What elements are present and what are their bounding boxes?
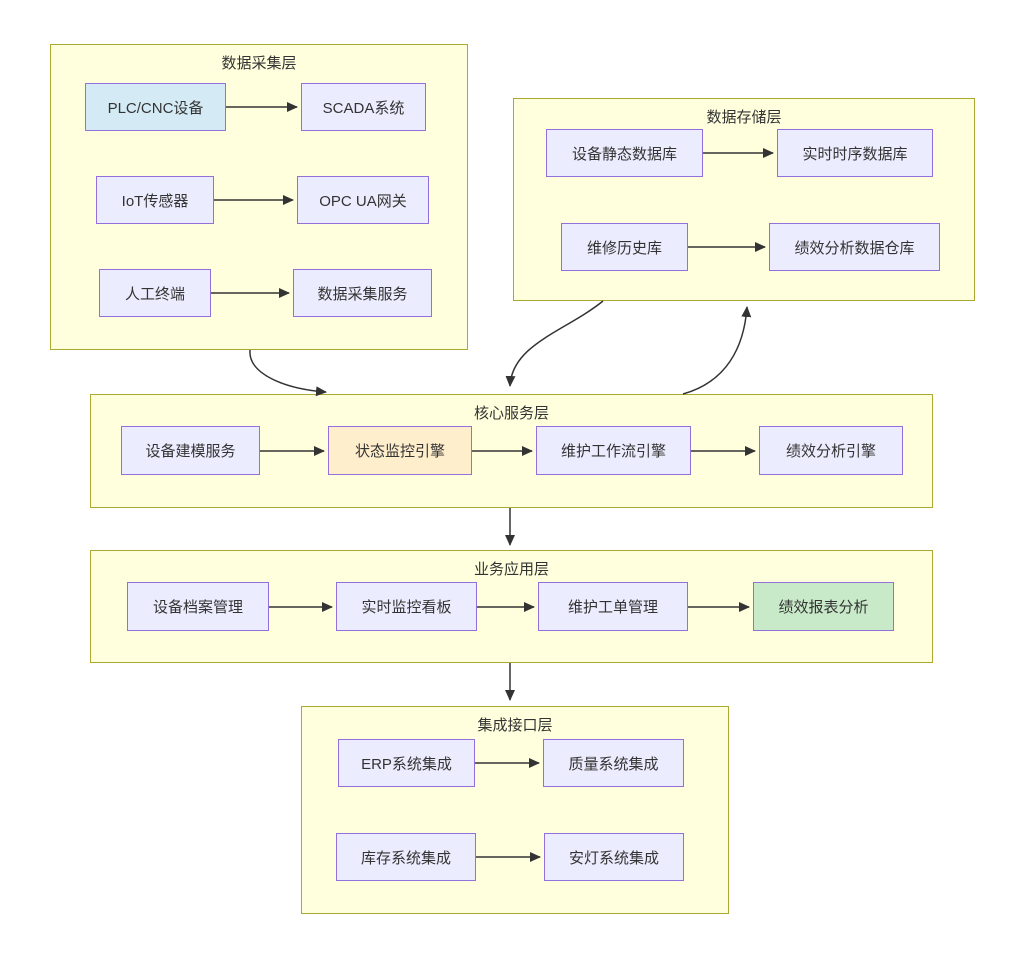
node-andon-integration: 安灯系统集成 — [544, 833, 684, 881]
node-realtime-timeseries-db: 实时时序数据库 — [777, 129, 933, 177]
node-static-device-db: 设备静态数据库 — [546, 129, 703, 177]
edge-collection-to-core — [249, 349, 327, 397]
node-device-modeling-service: 设备建模服务 — [121, 426, 260, 475]
node-realtime-dashboard: 实时监控看板 — [336, 582, 477, 631]
node-data-collection-service: 数据采集服务 — [293, 269, 432, 317]
node-iot-sensor: IoT传感器 — [96, 176, 214, 224]
node-erp-integration: ERP系统集成 — [338, 739, 475, 787]
node-maintenance-workflow-engine: 维护工作流引擎 — [536, 426, 691, 475]
node-inventory-integration: 库存系统集成 — [336, 833, 476, 881]
layer-title-integration-interface: 集成接口层 — [477, 717, 553, 734]
node-maintenance-history-db: 维修历史库 — [561, 223, 688, 271]
node-performance-analysis-engine: 绩效分析引擎 — [759, 426, 903, 475]
node-status-monitoring-engine: 状态监控引擎 — [328, 426, 472, 475]
layer-title-business-application: 业务应用层 — [473, 561, 549, 578]
node-quality-integration: 质量系统集成 — [543, 739, 684, 787]
node-scada: SCADA系统 — [301, 83, 426, 131]
layer-title-core-services: 核心服务层 — [473, 405, 549, 422]
layer-title-data-storage: 数据存储层 — [706, 109, 782, 126]
node-maintenance-workorder-mgmt: 维护工单管理 — [538, 582, 688, 631]
edge-storage-to-core — [505, 300, 604, 387]
node-performance-report-analysis: 绩效报表分析 — [753, 582, 894, 631]
node-manual-terminal: 人工终端 — [99, 269, 211, 317]
node-performance-data-warehouse: 绩效分析数据仓库 — [769, 223, 940, 271]
node-plc-cnc: PLC/CNC设备 — [85, 83, 226, 131]
node-opc-ua-gateway: OPC UA网关 — [297, 176, 429, 224]
node-device-archive-mgmt: 设备档案管理 — [127, 582, 269, 631]
layer-title-data-collection: 数据采集层 — [221, 55, 297, 72]
edge-core-to-storage — [682, 306, 752, 395]
